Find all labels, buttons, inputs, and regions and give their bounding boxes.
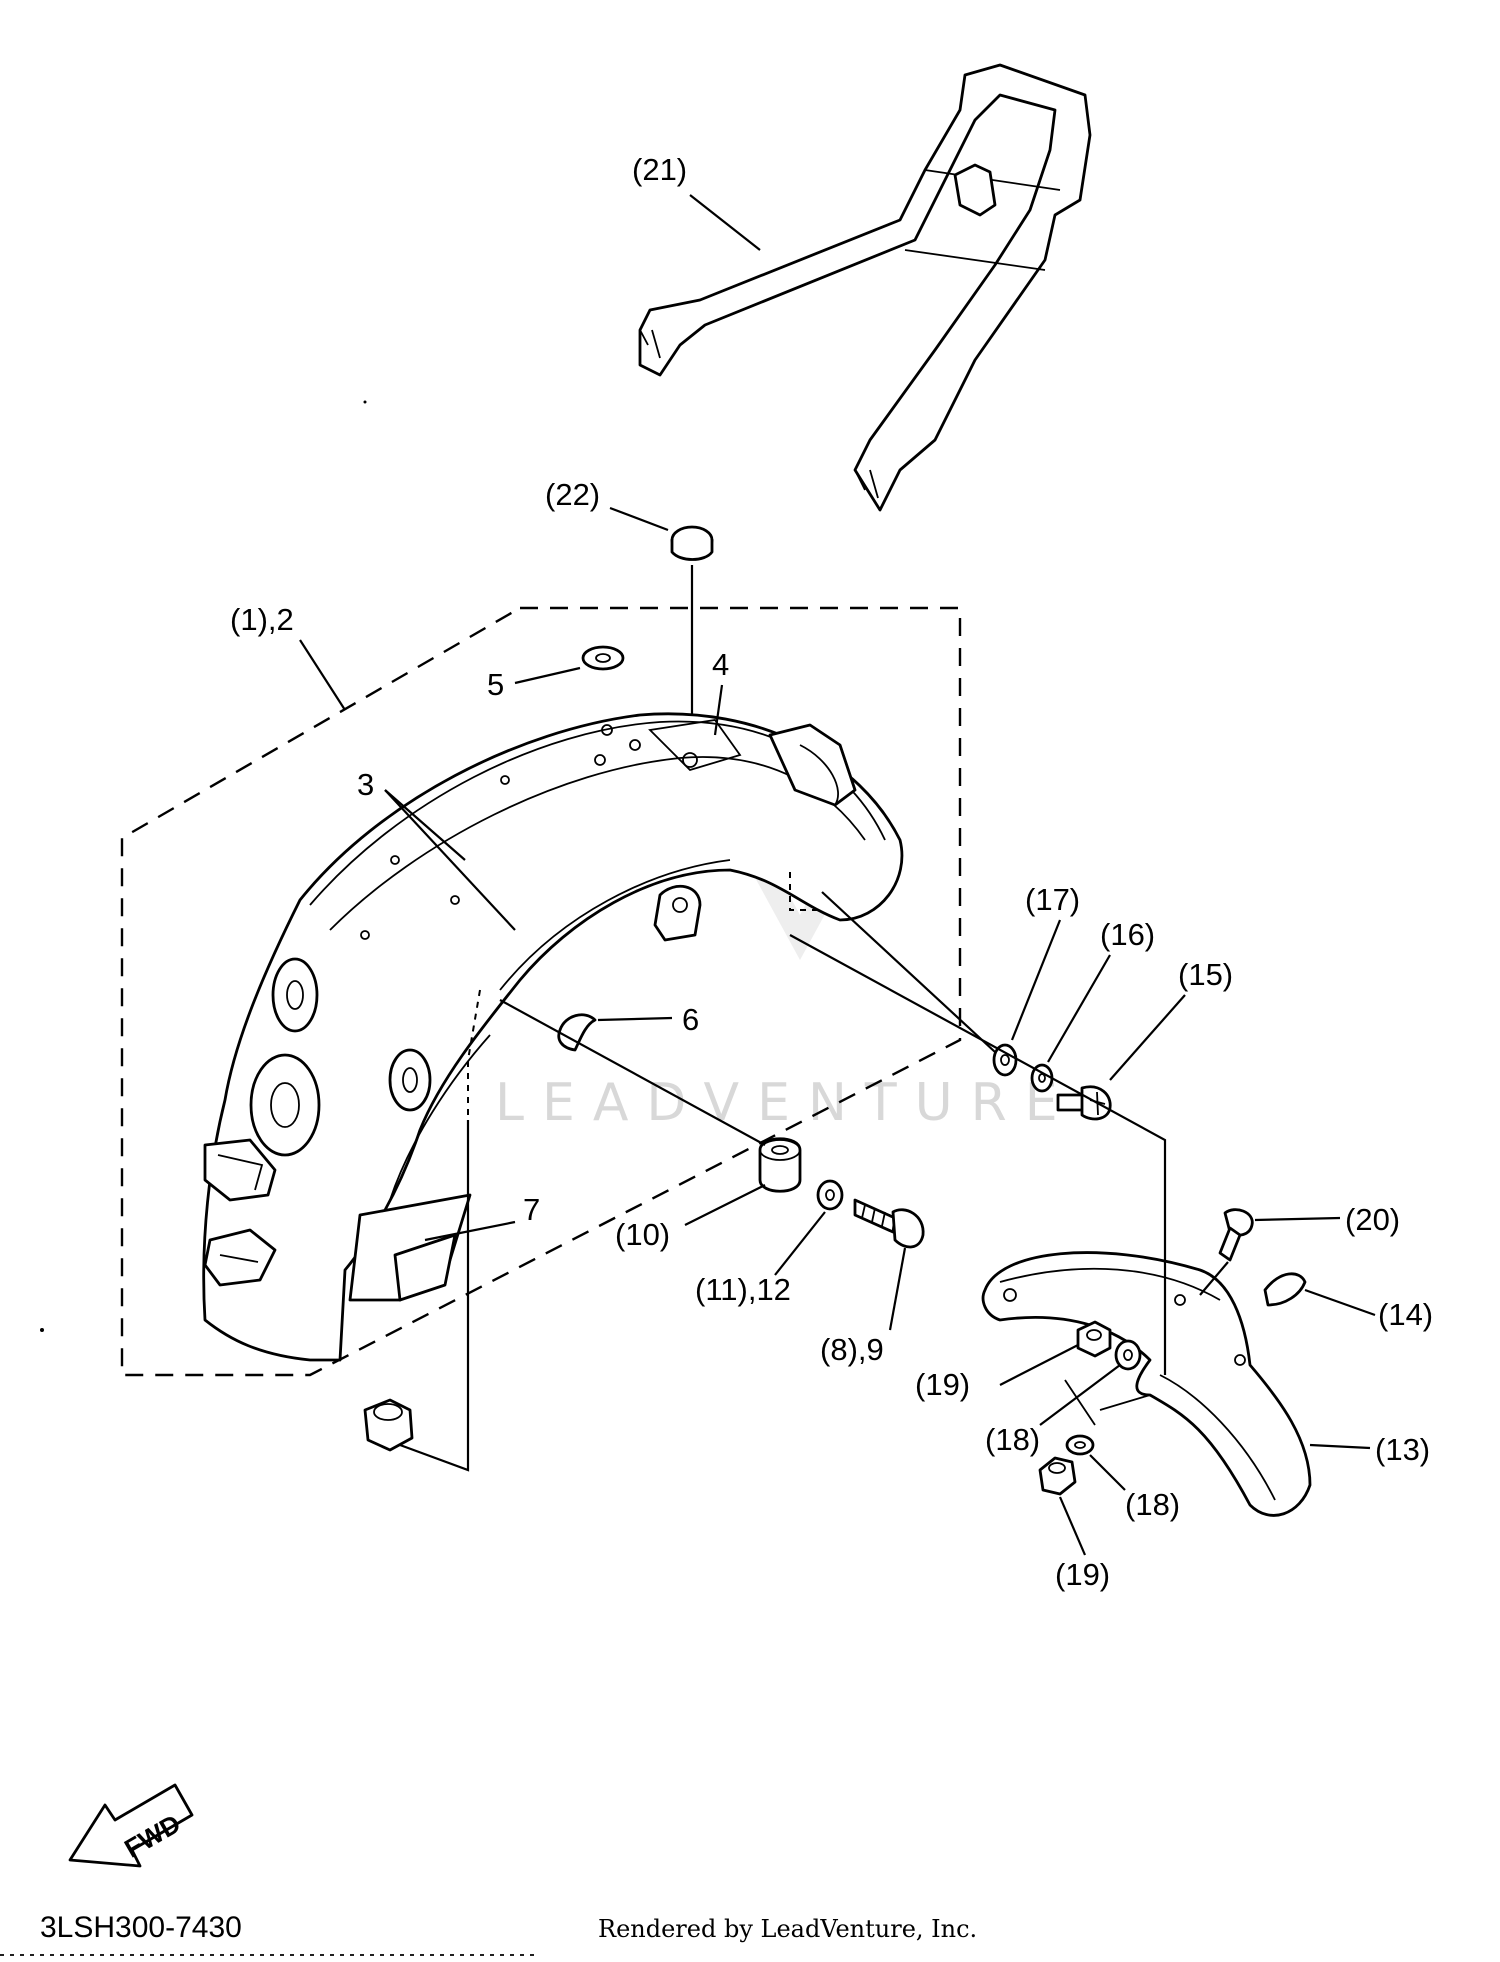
drawing-code: 3LSH300-7430	[40, 1911, 242, 1944]
svg-text:(18): (18)	[1125, 1487, 1180, 1522]
callout-13: (13)	[1309, 1432, 1430, 1467]
washer-18-lower	[1065, 1434, 1095, 1456]
callout-19-lower: (19)	[1055, 1496, 1110, 1592]
svg-text:(18): (18)	[985, 1422, 1040, 1457]
svg-text:(13): (13)	[1375, 1432, 1430, 1467]
svg-text:(16): (16)	[1100, 917, 1155, 952]
washer-5	[581, 645, 625, 671]
callout-18-lower: (18)	[1089, 1454, 1180, 1522]
washer-11	[816, 1179, 844, 1211]
screw-20	[1218, 1208, 1254, 1262]
callout-5: 5	[487, 666, 581, 702]
callout-19-upper: (19)	[915, 1344, 1079, 1402]
svg-text:(21): (21)	[632, 152, 687, 187]
plug-cap	[670, 525, 714, 561]
hidden-line-tab	[789, 872, 818, 911]
nut-bottom	[363, 1398, 414, 1452]
callout-20: (20)	[1199, 1202, 1400, 1296]
callout-16: (16)	[1047, 917, 1155, 1063]
alignment-line-tab	[821, 891, 996, 1053]
alignment-line-fender	[789, 934, 1167, 1375]
stray-mark	[363, 400, 367, 404]
svg-text:(22): (22)	[545, 477, 600, 512]
svg-text:(10): (10)	[615, 1217, 670, 1252]
callout-3: 3	[357, 767, 516, 931]
svg-text:6: 6	[682, 1002, 699, 1037]
callout-15: (15)	[1109, 957, 1233, 1081]
grab-bar	[638, 63, 1092, 512]
svg-text:4: 4	[712, 647, 729, 682]
callout-17: (17)	[1010, 882, 1080, 1041]
svg-text:(15): (15)	[1178, 957, 1233, 992]
svg-text:3: 3	[357, 767, 374, 802]
callout-10: (10)	[615, 1184, 766, 1252]
cap-14	[1263, 1272, 1307, 1307]
front-fender-piece	[981, 1251, 1312, 1517]
stud-line	[1064, 1379, 1151, 1426]
svg-text:5: 5	[487, 667, 504, 702]
svg-text:(19): (19)	[915, 1367, 970, 1402]
callout-1-2: (1),2	[230, 602, 346, 711]
nut-19-lower	[1038, 1456, 1077, 1496]
washer-17	[992, 1043, 1018, 1077]
assembly-boundary	[120, 606, 962, 1377]
svg-text:(11),12: (11),12	[695, 1272, 791, 1307]
callout-14: (14)	[1304, 1288, 1433, 1332]
rear-fender	[202, 712, 904, 1362]
alignment-line-collar	[499, 999, 766, 1146]
washer-18-upper	[1114, 1339, 1142, 1371]
render-credit: Rendered by LeadVenture, Inc.	[598, 1915, 977, 1943]
svg-text:(17): (17)	[1025, 882, 1080, 917]
grommet-6	[557, 1013, 597, 1052]
callout-11-12: (11),12	[695, 1211, 826, 1307]
callout-4: 4	[712, 647, 729, 736]
nut-19-upper	[1076, 1320, 1112, 1358]
collar-10	[758, 1137, 802, 1193]
callout-21: (21)	[632, 152, 761, 251]
svg-text:(1),2: (1),2	[230, 602, 294, 637]
callout-7: 7	[424, 1192, 540, 1242]
callout-6: 6	[597, 1002, 699, 1037]
svg-text:(14): (14)	[1378, 1297, 1433, 1332]
alignment-line-nut	[399, 1120, 470, 1472]
stray-mark	[40, 1328, 44, 1332]
svg-text:7: 7	[523, 1192, 540, 1227]
callout-8-9: (8),9	[820, 1247, 907, 1367]
svg-text:(20): (20)	[1345, 1202, 1400, 1237]
svg-text:(19): (19)	[1055, 1557, 1110, 1592]
fwd-arrow: FWD	[68, 1783, 194, 1868]
svg-text:(8),9: (8),9	[820, 1332, 884, 1367]
callout-18-upper: (18)	[985, 1364, 1121, 1457]
watermark-text: LEADVENTURE	[495, 1073, 1076, 1133]
bolt-8	[853, 1198, 925, 1249]
